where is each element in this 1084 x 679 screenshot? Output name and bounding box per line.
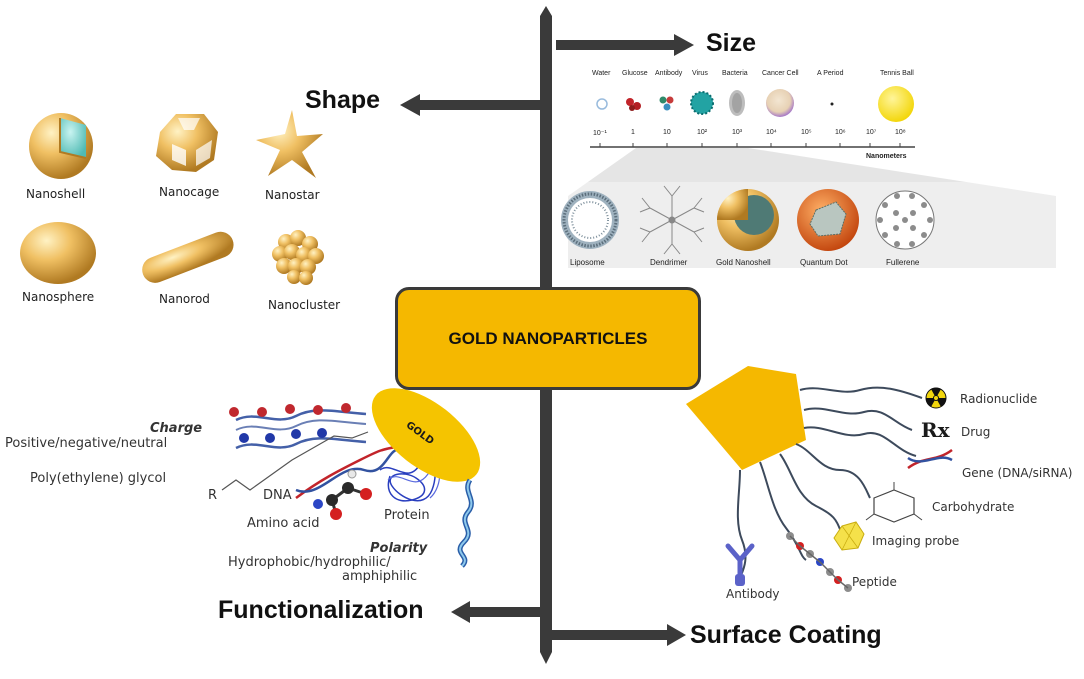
label-protein: Protein xyxy=(384,508,430,523)
particle-label-fullerene: Fullerene xyxy=(886,258,920,267)
nanorod-shape xyxy=(142,231,234,283)
scale-label-antibody: Antibody xyxy=(655,70,683,77)
polarity-chain xyxy=(457,478,474,568)
nanostar-shape xyxy=(256,110,323,178)
heading-size: Size xyxy=(706,29,757,57)
scale-unit: Nanometers xyxy=(866,153,907,160)
amino-acid-molecule xyxy=(313,469,372,520)
dna-helix xyxy=(295,444,405,500)
antibody-icon xyxy=(725,543,755,586)
coating-ligands xyxy=(736,386,923,579)
gold-ellipse xyxy=(371,388,481,482)
nanocage-shape xyxy=(156,114,218,172)
tick-label-9: 10⁸ xyxy=(895,129,906,136)
tick-label-8: 10⁷ xyxy=(866,129,877,136)
size-particle-images xyxy=(561,185,935,255)
label-peg-r: R xyxy=(208,488,218,503)
particle-label-gold-nanoshell: Gold Nanoshell xyxy=(716,258,771,267)
label-carbohydrate: Carbohydrate xyxy=(932,500,1015,514)
charge-chains xyxy=(229,403,367,450)
label-imaging-probe: Imaging probe xyxy=(872,534,960,548)
heading-shape: Shape xyxy=(305,86,381,114)
shape-label-nanostar: Nanostar xyxy=(265,188,320,202)
label-drug: Drug xyxy=(961,425,991,439)
arrow-functionalization xyxy=(451,601,540,623)
imaging-probe-icon xyxy=(833,521,865,551)
label-antibody: Antibody xyxy=(726,587,780,601)
shape-label-nanosphere: Nanosphere xyxy=(22,290,95,304)
arrow-surface-coating xyxy=(552,624,686,646)
nanosphere-shape xyxy=(20,222,96,284)
nanocluster-shape xyxy=(272,230,324,285)
gold-pentagon xyxy=(686,366,806,470)
carbohydrate-structure xyxy=(865,482,923,523)
center-title: GOLD NANOPARTICLES xyxy=(448,328,648,348)
arrow-shape xyxy=(400,94,540,116)
label-dna: DNA xyxy=(263,488,292,503)
tick-label-4: 10³ xyxy=(732,129,743,136)
heading-surface-coating: Surface Coating xyxy=(690,621,882,649)
shape-label-nanocage: Nanocage xyxy=(159,185,220,199)
heading-functionalization: Functionalization xyxy=(218,596,424,624)
tick-label-2: 10 xyxy=(663,129,671,136)
peptide-chain xyxy=(786,532,852,592)
particle-label-liposome: Liposome xyxy=(570,258,605,267)
label-polarity-line2: amphiphilic xyxy=(342,569,418,584)
scale-label-a-period: A Period xyxy=(817,70,844,77)
tick-label-5: 10⁴ xyxy=(766,129,777,136)
tick-label-6: 10⁵ xyxy=(801,129,812,136)
nanoshell-shape xyxy=(29,113,93,179)
drug-rx-icon: Rx xyxy=(921,418,950,442)
arrow-size xyxy=(556,34,694,56)
scale-label-bacteria: Bacteria xyxy=(722,70,748,77)
label-radionuclide: Radionuclide xyxy=(960,392,1038,406)
scale-label-glucose: Glucose xyxy=(622,70,648,77)
gold-nanoparticles-box: GOLD NANOPARTICLES xyxy=(395,287,701,390)
shape-label-nanorod: Nanorod xyxy=(159,292,210,306)
scale-label-cancer-cell: Cancer Cell xyxy=(762,70,799,77)
label-peptide: Peptide xyxy=(852,575,897,589)
tick-label-7: 10⁶ xyxy=(835,129,846,136)
size-scale-images xyxy=(596,86,914,122)
size-axis-line xyxy=(590,143,915,148)
tick-label-3: 10² xyxy=(697,129,708,136)
label-amino-acid: Amino acid xyxy=(247,516,320,531)
tick-label-0: 10⁻¹ xyxy=(593,130,607,137)
scale-label-water: Water xyxy=(592,70,611,77)
label-charge-text: Positive/negative/neutral xyxy=(5,436,168,451)
scale-label-virus: Virus xyxy=(692,70,708,77)
tick-label-1: 1 xyxy=(631,129,635,136)
label-charge: Charge xyxy=(150,421,203,436)
particle-label-dendrimer: Dendrimer xyxy=(650,258,688,267)
scale-label-tennis-ball: Tennis Ball xyxy=(880,70,914,77)
label-polarity-line1: Hydrophobic/hydrophilic/ xyxy=(228,555,391,570)
particle-label-quantum-dot: Quantum Dot xyxy=(800,258,848,267)
shape-label-nanoshell: Nanoshell xyxy=(26,187,86,201)
gene-helix-icon xyxy=(907,448,953,470)
label-gene: Gene (DNA/siRNA) xyxy=(962,466,1073,480)
radionuclide-icon xyxy=(925,387,947,409)
label-peg: Poly(ethylene) glycol xyxy=(30,471,167,486)
peg-chain xyxy=(221,431,369,491)
shape-label-nanocluster: Nanocluster xyxy=(268,298,341,312)
label-polarity: Polarity xyxy=(370,541,428,556)
